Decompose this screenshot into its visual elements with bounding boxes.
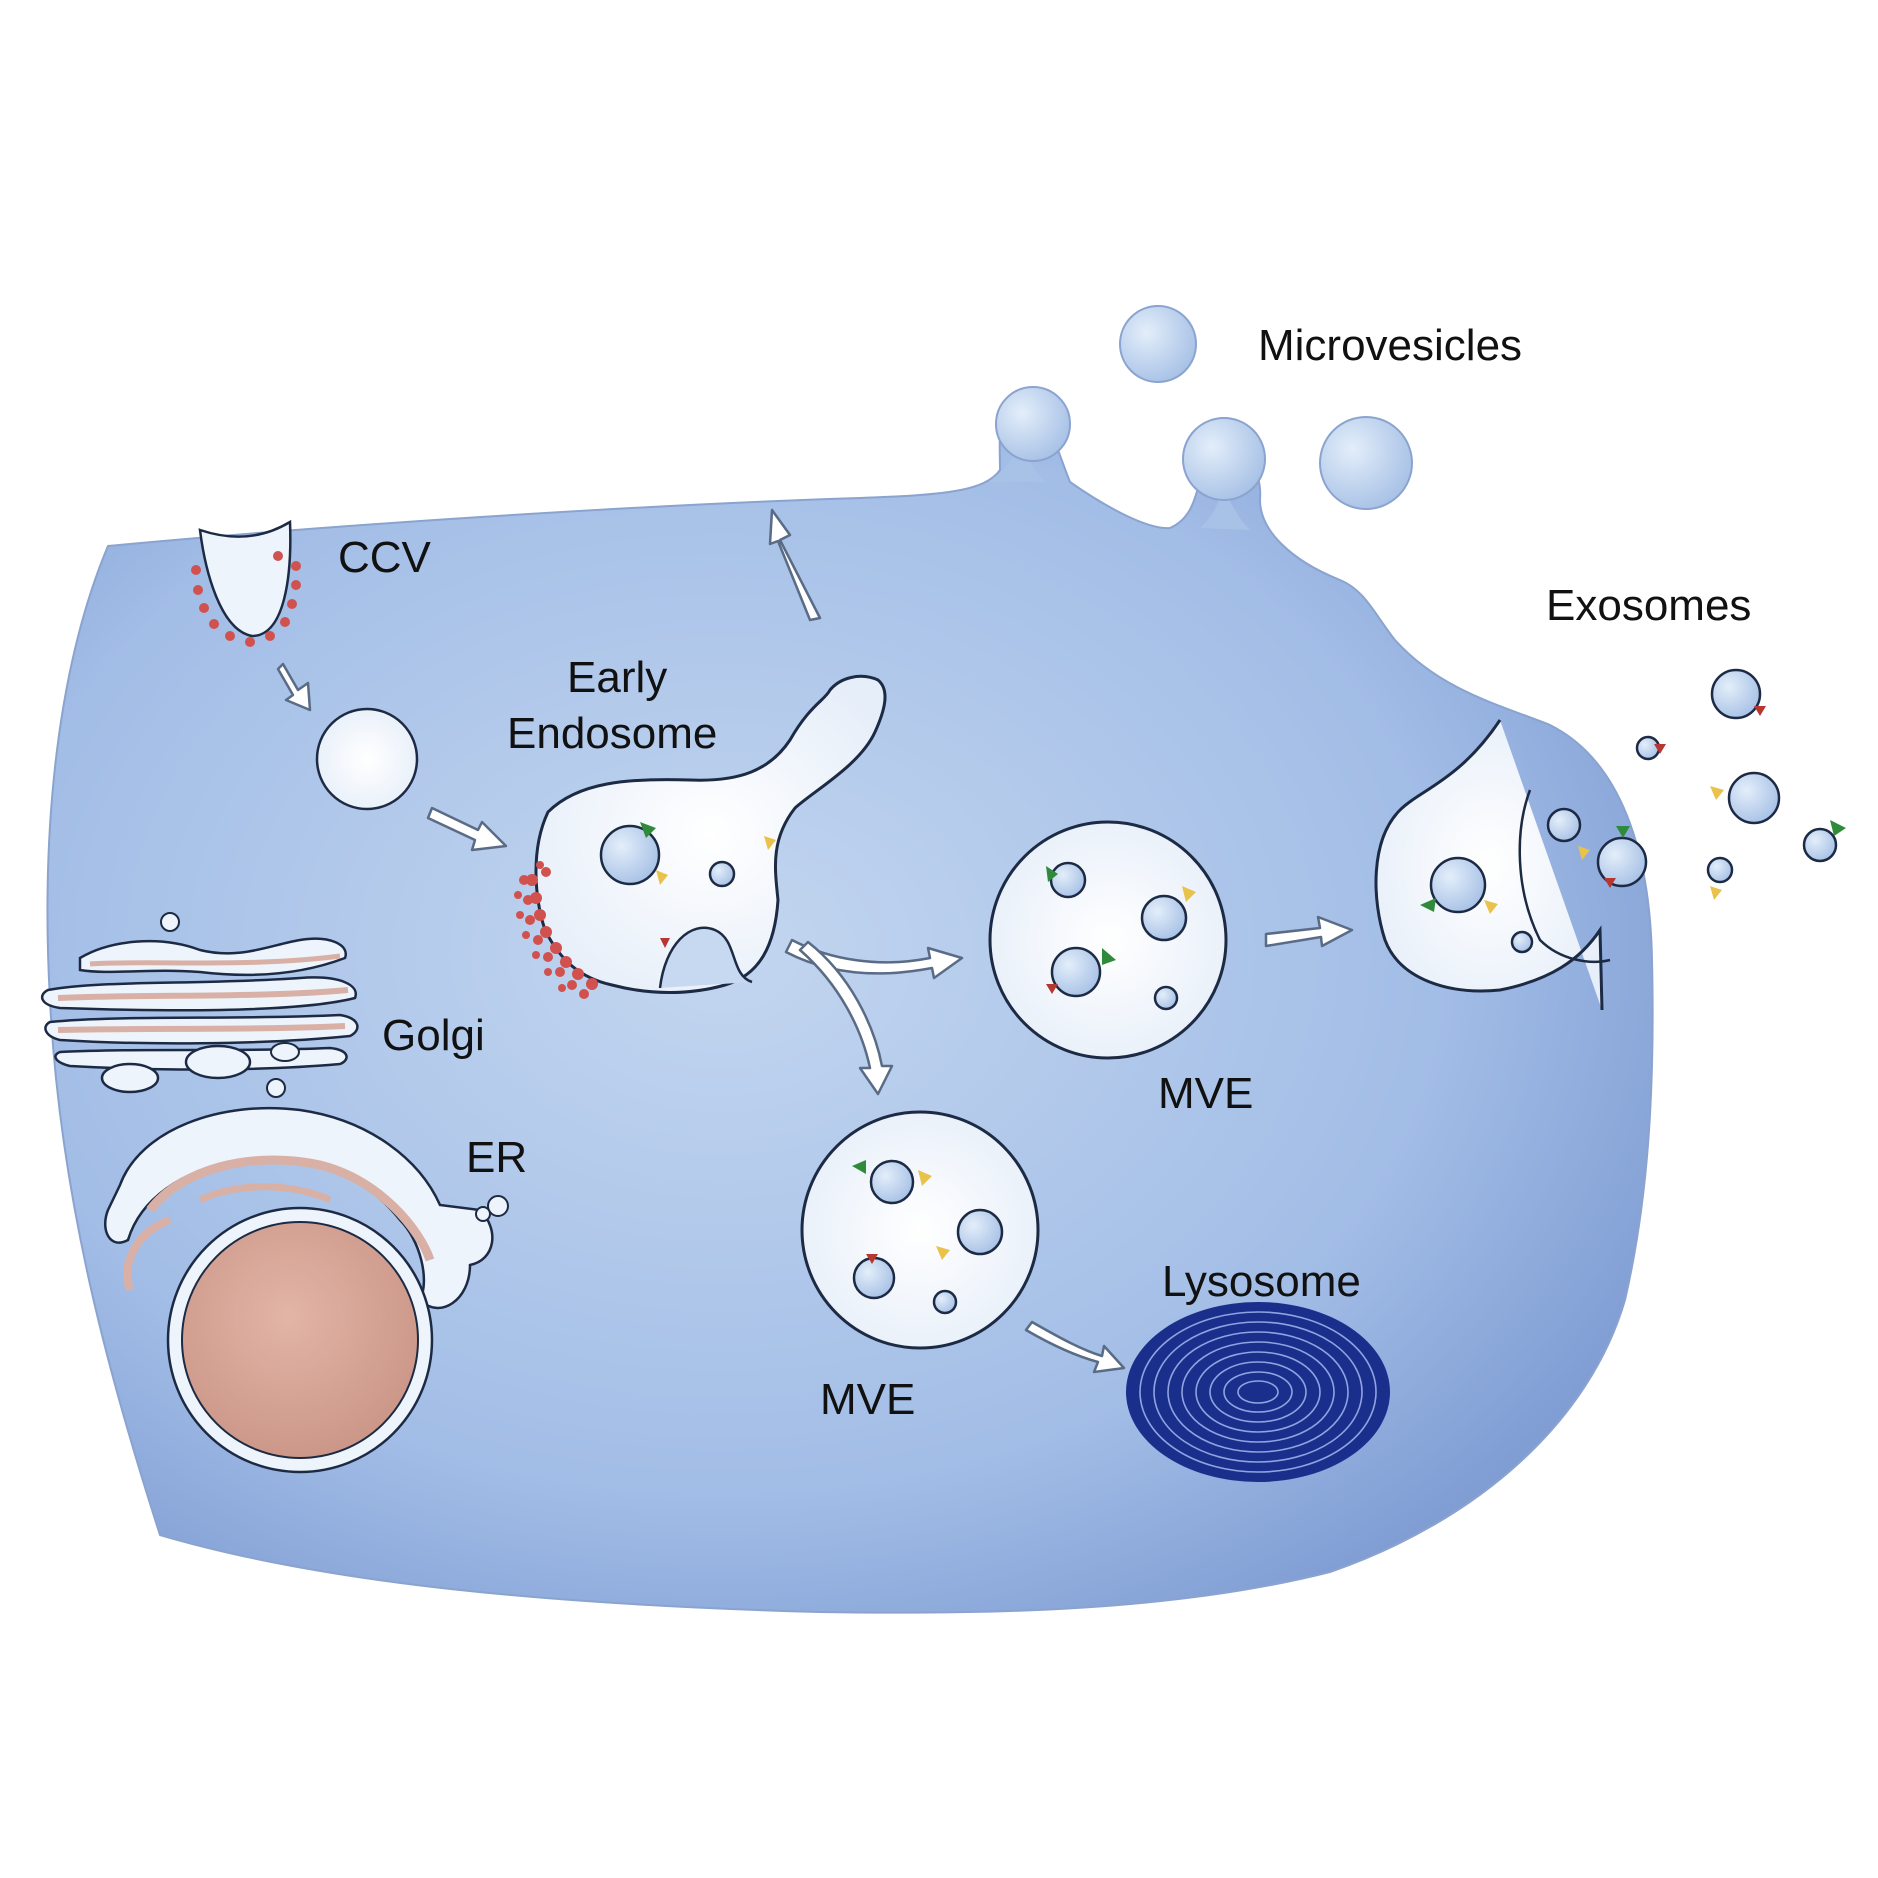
early-endosome <box>514 674 887 999</box>
released-exosomes <box>1635 668 1846 900</box>
lysosome <box>1126 1302 1390 1482</box>
label-exosomes: Exosomes <box>1546 581 1751 630</box>
free-microvesicle-1 <box>1119 305 1197 383</box>
arrow-mve-to-lysosome <box>1024 1320 1126 1374</box>
label-mve-lower: MVE <box>820 1375 915 1424</box>
budding-microvesicle-2 <box>1182 417 1266 530</box>
label-mve-upper: MVE <box>1158 1069 1253 1118</box>
arrow-ccv-to-vesicle <box>276 662 312 712</box>
golgi-apparatus <box>40 912 359 1098</box>
label-er: ER <box>466 1133 527 1182</box>
arrow-mve-to-plasma-membrane <box>1264 915 1354 948</box>
clathrin-coated-pit <box>191 519 301 647</box>
label-microvesicles: Microvesicles <box>1258 321 1522 370</box>
arrow-vesicle-to-early-endosome <box>426 806 508 852</box>
label-golgi: Golgi <box>382 1011 485 1060</box>
label-ccv: CCV <box>338 533 432 582</box>
label-lysosome: Lysosome <box>1162 1257 1361 1306</box>
mve-lower <box>800 1110 1040 1350</box>
label-early-endosome-line1: Early <box>567 653 667 702</box>
label-early-endosome-line2: Endosome <box>507 709 717 758</box>
arrow-early-endosome-to-lower-mve <box>798 940 894 1096</box>
mve-fusing-with-membrane <box>1374 719 1648 1011</box>
free-microvesicle-2 <box>1319 416 1413 510</box>
mve-upper <box>988 820 1228 1060</box>
arrow-early-endosome-up <box>768 508 822 622</box>
endocytic-vesicle <box>315 707 419 811</box>
nucleus <box>166 1206 434 1474</box>
endoplasmic-reticulum <box>103 1106 509 1310</box>
budding-microvesicle-1 <box>988 386 1071 482</box>
